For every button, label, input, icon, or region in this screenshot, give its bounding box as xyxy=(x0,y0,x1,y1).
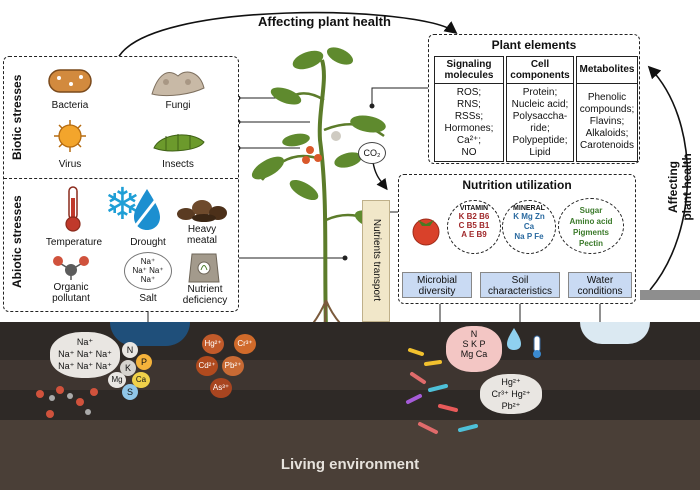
na-ion-cluster: Na⁺ Na⁺ Na⁺ Na⁺ Na⁺ Na⁺ Na⁺ xyxy=(50,332,120,378)
temperature-label: Temperature xyxy=(45,237,103,248)
right-label: Affecting plant health xyxy=(666,153,694,221)
bacteria-label: Bacteria xyxy=(51,100,89,111)
salt-label: Salt xyxy=(139,293,157,304)
thermometer-icon xyxy=(65,186,81,232)
nutrient-bubbles-left: N P K Mg Ca S xyxy=(100,340,160,400)
soil-sack-icon xyxy=(188,253,220,283)
soil-thermometer-icon xyxy=(533,335,541,358)
nutrient-cluster-right: N S K P Mg Ca xyxy=(446,326,502,372)
insect-icon xyxy=(153,134,205,152)
nutrients-transport-label: Nutrients transport xyxy=(371,218,382,302)
cell-components-list: Protein; Nucleic acid; Polysaccha- ride;… xyxy=(511,87,569,158)
virus-icon xyxy=(54,120,86,152)
signaling-list: ROS; RNS; RSSs; Hormones; Ca²⁺; NO xyxy=(444,87,494,158)
metabolites-header: Metabolites xyxy=(577,57,637,84)
insects-label: Insects xyxy=(162,159,194,170)
drought-drop-icon xyxy=(132,189,164,230)
top-arc-arrow xyxy=(117,11,458,59)
metabolites-box: Metabolites Phenolic compounds; Flavins;… xyxy=(576,56,638,162)
tomato-icon xyxy=(412,218,440,246)
metal-cluster-right: Hg²⁺ Cr³⁺ Hg²⁺ Pb²⁺ xyxy=(480,374,542,414)
metal-bubbles-left: Hg²⁺ Cr³⁺ Cd²⁺ Pb²⁺ As³⁺ xyxy=(196,332,266,402)
biotic-title: Biotic stresses xyxy=(10,74,24,160)
co2-bubble: CO₂ xyxy=(358,142,386,164)
fungi-label: Fungi xyxy=(165,100,191,111)
mineral-circle: MINERAL K Mg Zn Ca Na P Fe xyxy=(502,200,556,254)
living-environment-caption: Living environment xyxy=(280,456,420,473)
soil-organic-molecules xyxy=(36,386,98,418)
organic-pollutant-icon xyxy=(53,256,89,280)
water-pool-left xyxy=(110,322,190,346)
heavy-metal-icon xyxy=(177,200,227,222)
water-drop-icon xyxy=(507,328,521,350)
top-label: Affecting plant health xyxy=(258,14,391,29)
vitamin-circle: VITAMIN K B2 B6 C B5 B1 A E B9 xyxy=(447,200,501,254)
metabolites-list: Phenolic compounds; Flavins; Alkaloids; … xyxy=(579,92,635,151)
salt-ions: Na⁺ Na⁺ Na⁺ Na⁺ xyxy=(124,252,172,290)
water-pool-right xyxy=(580,322,650,344)
bacteria-icon xyxy=(48,69,92,93)
virus-label: Virus xyxy=(58,159,82,170)
water-pipe xyxy=(640,290,700,300)
soil-microbes xyxy=(406,348,478,434)
other-nutrients-circle: Sugar Amino acid Pigments Pectin xyxy=(558,198,624,254)
drought-label: Drought xyxy=(130,237,166,248)
abiotic-title: Abiotic stresses xyxy=(10,195,24,288)
plant-elements-title: Plant elements xyxy=(491,38,577,52)
soil-layer-low xyxy=(0,420,700,490)
nutrition-title: Nutrition utilization xyxy=(462,178,572,192)
right-arc-arrow xyxy=(647,65,689,291)
stresses-divider xyxy=(4,178,238,179)
fungi-icon xyxy=(151,71,205,97)
nutrients-transport-tube xyxy=(362,200,390,322)
